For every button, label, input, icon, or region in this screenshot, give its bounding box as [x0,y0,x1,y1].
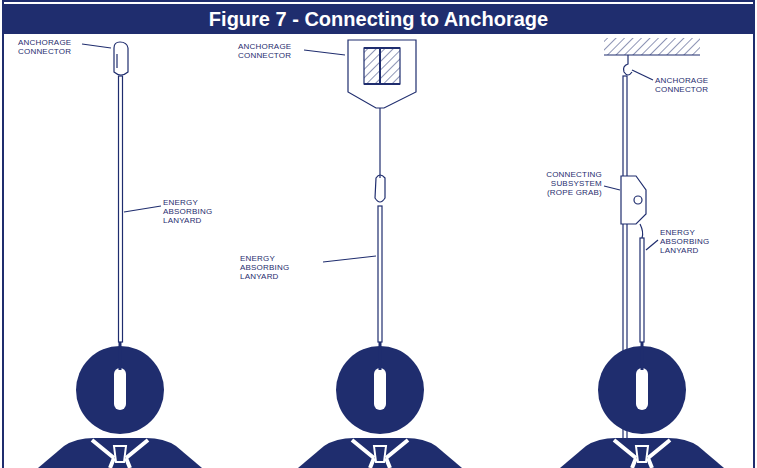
part-label: ANCHORAGE CONNECTOR [18,38,82,56]
part-label: ENERGY ABSORBING LANYARD [240,254,322,282]
figure-one [82,42,161,342]
carabiner [114,42,128,75]
part-label: ANCHORAGE CONNECTOR [655,76,725,94]
part-label: CONNECTING SUBSYSTEM (ROPE GRAB) [540,170,602,198]
worker-figure [298,342,462,468]
harness-strap [92,440,148,468]
carabiner-gate [116,54,117,68]
snap-hook [375,175,385,202]
d-ring [374,446,386,462]
figure-title: Figure 7 - Connecting to Anchorage [3,4,754,34]
part-label: ENERGY ABSORBING LANYARD [163,198,245,226]
d-ring [636,446,648,462]
frame [3,0,754,468]
harness-strap [352,440,408,468]
part-label: ENERGY ABSORBING LANYARD [660,228,744,256]
figure-two [304,40,416,342]
worker-body [298,438,462,468]
lanyard-loop [636,368,648,410]
i-beam [364,48,400,84]
lanyard-loop [374,368,386,410]
worker-figure [38,342,202,468]
worker-figure [560,342,724,468]
title-band [3,4,754,34]
part-label: ANCHORAGE CONNECTOR [238,42,302,60]
worker-body [560,438,724,468]
lanyard-loop [114,368,126,410]
rope-grab [621,176,646,224]
lanyard [640,238,644,342]
anchor-hook [624,55,633,75]
lanyard [119,76,123,342]
d-ring [114,446,126,462]
lanyard [378,206,382,342]
harness-strap [614,440,670,468]
sling-strap [379,108,380,178]
beam-sling [348,40,416,108]
worker-body [38,438,202,468]
ceiling [604,38,700,55]
